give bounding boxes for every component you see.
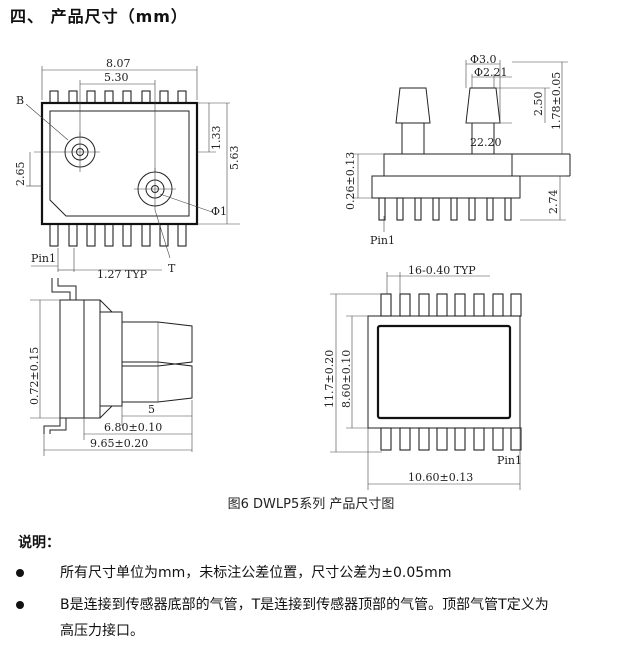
- note-2: B是连接到传感器底部的气管，T是连接到传感器顶部的气管。顶部气管T定义为 高压力…: [16, 593, 616, 641]
- pin: [414, 197, 422, 221]
- pin: [122, 90, 132, 104]
- pin: [510, 293, 522, 317]
- pin: [510, 427, 522, 451]
- label-b: B: [16, 94, 24, 107]
- dim-b-offset: 2.65: [14, 162, 27, 187]
- bottom-view-pins-bottom: [380, 427, 522, 451]
- pin: [418, 427, 430, 451]
- dimension-drawing: 8.07 5.30 B 2.65 1.33 5.63 Φ1 Pin1 1.27 …: [14, 53, 571, 490]
- dim-pin-pitch: 1.27 TYP: [97, 268, 148, 281]
- dim-right-total: 5.63: [228, 146, 241, 171]
- pin: [504, 197, 512, 221]
- label-phi-1: Φ1: [211, 205, 227, 218]
- pin: [380, 427, 392, 451]
- dim-total-height: 1.78±0.05: [550, 72, 563, 130]
- pin: [49, 223, 59, 247]
- notes-title: 说明：: [18, 535, 60, 551]
- pin: [159, 223, 169, 247]
- note-1-text: 所有尺寸单位为mm，未标注公差位置，尺寸公差为±0.05mm: [60, 565, 452, 581]
- dim-bottom-width: 10.60±0.13: [408, 471, 473, 484]
- dim-end-body: 6.80±0.10: [104, 421, 162, 434]
- dim-tube-height: 2.50: [532, 92, 545, 117]
- dim-end-lead: 0.72±0.15: [28, 347, 41, 405]
- dim-top-width: 8.07: [106, 57, 131, 70]
- bullet-icon: [16, 569, 24, 577]
- bottom-view: 16-0.40 TYP 11.7±0.20 8.60±0.10 Pin1 10.…: [323, 264, 522, 490]
- pin: [104, 90, 114, 104]
- bottom-view-window: [376, 324, 512, 420]
- section-heading: 四、 产品尺寸（mm）: [10, 7, 188, 26]
- top-view-pins-bottom: [49, 223, 187, 247]
- pin: [68, 90, 78, 104]
- pin: [450, 197, 458, 221]
- pin: [473, 293, 485, 317]
- note-1: 所有尺寸单位为mm，未标注公差位置，尺寸公差为±0.05mm: [16, 561, 616, 585]
- label-t: T: [168, 262, 176, 275]
- pin: [141, 90, 151, 104]
- dim-phi-inner: Φ2.21: [474, 66, 508, 79]
- pin: [486, 197, 494, 221]
- side-view-pins: [378, 197, 512, 221]
- pin: [141, 223, 151, 247]
- pin: [104, 223, 114, 247]
- note-2-continued: 高压力接口。: [60, 623, 144, 639]
- bottom-view-pin1: Pin1: [497, 454, 522, 467]
- figure-caption: 图6 DWLP5系列 产品尺寸图: [227, 497, 395, 512]
- pin: [418, 293, 430, 317]
- dim-right-upper: 1.33: [210, 126, 223, 151]
- dim-port-spacing: 5.30: [104, 71, 129, 84]
- dim-bottom-pins: 16-0.40 TYP: [408, 264, 476, 277]
- top-view-body: [40, 101, 199, 226]
- pin: [177, 223, 187, 247]
- pin: [86, 90, 96, 104]
- pin: [436, 293, 448, 317]
- pin: [399, 293, 411, 317]
- top-view: 8.07 5.30 B 2.65 1.33 5.63 Φ1 Pin1 1.27 …: [14, 57, 241, 281]
- top-view-pin1: Pin1: [31, 252, 56, 265]
- pin: [380, 293, 392, 317]
- dim-lead-height: 2.74: [547, 190, 560, 215]
- pin: [473, 427, 485, 451]
- pin: [432, 197, 440, 221]
- pin: [454, 293, 466, 317]
- dim-end-total: 9.65±0.20: [90, 437, 148, 450]
- pin: [436, 427, 448, 451]
- pin: [49, 90, 59, 104]
- top-view-inner-outline: [49, 110, 190, 217]
- bottom-view-pins-top: [380, 293, 522, 317]
- top-view-pins-top: [49, 90, 187, 104]
- pin: [68, 223, 78, 247]
- dim-tube-gap: 22.20: [470, 136, 502, 149]
- dim-body-offset: 0.26±0.13: [344, 152, 357, 210]
- dim-bottom-body-height: 8.60±0.10: [340, 350, 353, 408]
- pin: [399, 427, 411, 451]
- dim-bottom-total-height: 11.7±0.20: [323, 350, 336, 408]
- dim-end-tube: 5: [148, 403, 155, 416]
- pin: [177, 90, 187, 104]
- dim-phi-outer: Φ3.0: [470, 53, 497, 66]
- side-view: Φ3.0 Φ2.21 2.50 1.78±0.05 22.20 0.26±0.1…: [344, 53, 571, 247]
- pin: [122, 223, 132, 247]
- bullet-icon: [16, 601, 24, 609]
- pin: [468, 197, 476, 221]
- pin: [396, 197, 404, 221]
- pin: [86, 223, 96, 247]
- side-view-pin1: Pin1: [370, 234, 395, 247]
- pin: [454, 427, 466, 451]
- bottom-view-body: [367, 315, 521, 429]
- note-2-text: B是连接到传感器底部的气管，T是连接到传感器顶部的气管。顶部气管T定义为: [60, 597, 549, 613]
- pin: [159, 90, 169, 104]
- pin: [492, 293, 504, 317]
- end-view: 0.72±0.15 5 6.80±0.10 9.65±0.20: [28, 278, 193, 456]
- pin: [492, 427, 504, 451]
